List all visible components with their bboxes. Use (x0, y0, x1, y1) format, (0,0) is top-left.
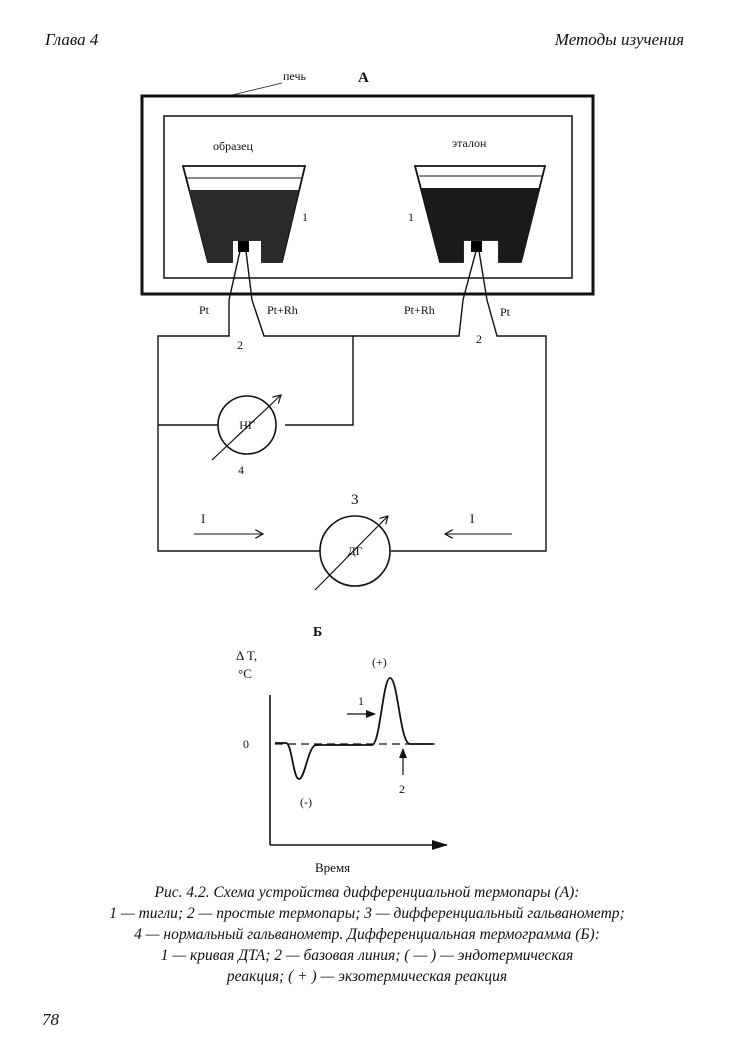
reference-label: эталон (452, 136, 487, 150)
normal-galvanometer: НГ (211, 395, 281, 461)
caption-line-3: 4 — нормальный гальванометр. Дифференциа… (134, 926, 600, 943)
sample-crucible (181, 165, 307, 263)
furnace-outer-wall (140, 94, 595, 296)
thermocouple-number-right: 2 (476, 332, 482, 346)
thermocouple-number-left: 2 (237, 338, 243, 352)
reference-thermocouple-junction (471, 241, 482, 252)
y-axis-label-delta-t: Δ T, (236, 648, 257, 663)
endothermic-peak-label: (-) (300, 795, 312, 809)
section-header: Методы изучения (554, 30, 684, 49)
ptrh-label-left: Pt+Rh (267, 303, 298, 317)
crucible-number-left: 1 (302, 210, 308, 224)
diagram-a-label: А (358, 70, 369, 86)
figure-4-2: А печь образец эталон 1 1 (140, 69, 595, 875)
furnace-inner-wall (163, 115, 573, 279)
zero-level-label: 0 (243, 737, 249, 751)
differential-galvanometer-number: 3 (351, 492, 359, 508)
figure-caption: Рис. 4.2. Схема устройства дифференциаль… (20, 882, 714, 987)
reference-crucible (413, 165, 547, 263)
ptrh-label-right: Pt+Rh (404, 303, 435, 317)
thermocouple-wires (157, 250, 547, 552)
dta-curve-arrow-number: 1 (358, 694, 364, 708)
caption-line-1: Рис. 4.2. Схема устройства дифференциаль… (154, 884, 580, 901)
page-number: 78 (42, 1010, 59, 1029)
y-axis-label-unit: °C (238, 666, 252, 681)
furnace-leader-line (227, 82, 283, 97)
crucible-number-right: 1 (408, 210, 414, 224)
current-label-left: I (201, 511, 205, 526)
sample-label: образец (213, 139, 253, 153)
differential-galvanometer: ДГ (314, 516, 391, 591)
diagram-b: Б Δ T, °C 0 (+) (-) 1 2 Время (236, 625, 448, 875)
current-label-right: I (470, 511, 474, 526)
caption-line-2: 1 — тигли; 2 — простые термопары; 3 — ди… (109, 905, 625, 922)
exothermic-peak-label: (+) (372, 655, 387, 669)
diagram-b-label: Б (313, 625, 322, 640)
diagram-a: А печь образец эталон 1 1 (140, 69, 595, 591)
chapter-header: Глава 4 (45, 30, 99, 49)
normal-galvanometer-number: 4 (238, 463, 244, 477)
furnace-label: печь (283, 69, 306, 83)
sample-thermocouple-junction (238, 241, 249, 252)
caption-line-4: 1 — кривая ДТА; 2 — базовая линия; ( — )… (160, 947, 574, 964)
differential-galvanometer-label: ДГ (347, 544, 362, 558)
base-line-arrow-number: 2 (399, 782, 405, 796)
x-axis-label: Время (315, 860, 350, 875)
pt-label-right: Pt (500, 305, 511, 319)
dta-curve (275, 677, 433, 780)
normal-galvanometer-label: НГ (239, 418, 255, 432)
pt-label-left: Pt (199, 303, 210, 317)
caption-line-5: реакция; ( + ) — экзотермическая реакция (226, 968, 508, 985)
